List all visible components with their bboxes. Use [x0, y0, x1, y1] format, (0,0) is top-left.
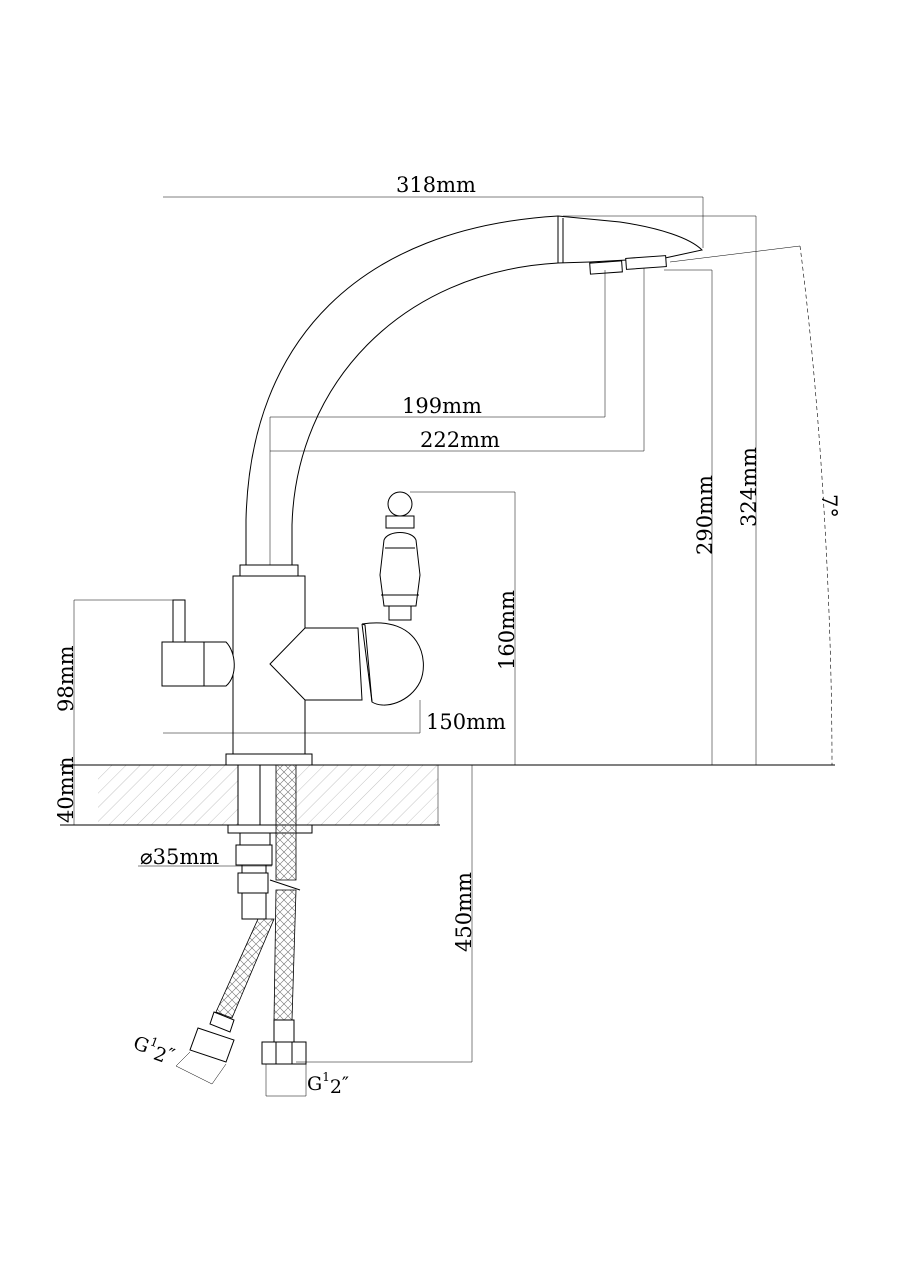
dim-40: 40mm — [54, 756, 78, 823]
side-lever — [161, 599, 235, 687]
dim-150: 150mm — [426, 710, 506, 734]
connector-right-label: G12″ — [307, 1070, 349, 1098]
svg-text:G12″: G12″ — [307, 1070, 349, 1098]
dim-35: ⌀35mm — [140, 845, 219, 869]
dim-318: 318mm — [396, 173, 476, 197]
dimension-labels: 318mm 199mm 222mm 160mm 290mm 324mm 7° 9… — [54, 173, 841, 1098]
mixer-handle — [269, 491, 424, 706]
dim-7-degree: 7° — [817, 494, 841, 518]
countertop-section — [60, 764, 835, 826]
braided-hoses — [189, 764, 307, 1065]
mounting-shank — [227, 764, 313, 920]
svg-text:G12″: G12″ — [129, 1029, 178, 1070]
dim-290: 290mm — [693, 475, 717, 555]
dim-324: 324mm — [737, 447, 761, 527]
dim-450: 450mm — [452, 872, 476, 952]
connector-left-label: G12″ — [129, 1029, 178, 1070]
dim-222: 222mm — [420, 428, 500, 452]
dim-98: 98mm — [54, 645, 78, 712]
spout — [239, 215, 704, 577]
dim-160: 160mm — [495, 590, 519, 670]
dim-199: 199mm — [402, 394, 482, 418]
dimension-lines — [73, 196, 833, 1097]
